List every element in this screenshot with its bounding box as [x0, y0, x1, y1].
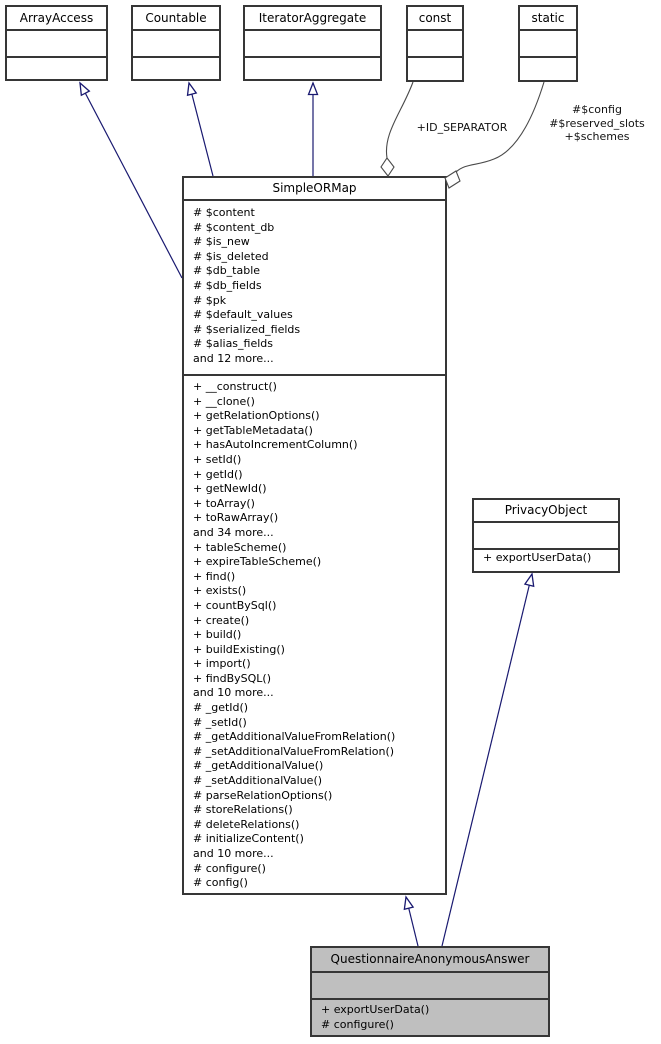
attributes-section-empty [312, 971, 548, 998]
attribute-row: # $content [193, 206, 255, 219]
method-row: + expireTableScheme() [193, 555, 322, 569]
method-row: + exportUserData() [483, 551, 592, 564]
attributes-section-empty [408, 29, 462, 56]
methods-section-empty [7, 56, 106, 79]
method-row: + buildExisting() [193, 642, 285, 656]
class-title: PrivacyObject [504, 503, 588, 517]
inheritance-edge-simpleormap [406, 897, 419, 947]
class-title: QuestionnaireAnonymousAnswer [330, 952, 530, 966]
attribute-row: # $alias_fields [193, 337, 274, 351]
method-row: # configure() [193, 861, 266, 875]
attribute-row: # $is_new [193, 235, 250, 249]
inheritance-edge-privacyobject [441, 574, 532, 947]
method-row: + findBySQL() [193, 671, 272, 685]
method-row: + create() [193, 613, 250, 627]
method-row: + getId() [193, 467, 243, 481]
method-row: and 10 more... [193, 847, 274, 860]
class-box-countable[interactable]: Countable [131, 5, 221, 81]
attributes-section: # $content# $content_db# $is_new# $is_de… [184, 199, 445, 374]
attribute-row: # $default_values [193, 308, 293, 322]
method-row: + toArray() [193, 496, 255, 510]
method-row: + countBySql() [193, 598, 277, 612]
edge-label-line: #$config [572, 103, 622, 116]
method-row: # initializeContent() [193, 832, 304, 846]
methods-section-empty [133, 56, 219, 79]
methods-section-empty [520, 56, 576, 80]
method-row: + exists() [193, 584, 247, 598]
method-row: + find() [193, 569, 236, 583]
method-row: + toRawArray() [193, 511, 279, 525]
class-box-static[interactable]: static [518, 5, 578, 82]
method-row: # configure() [321, 1017, 394, 1031]
methods-section-empty [245, 56, 380, 79]
method-row: + exportUserData() [321, 1003, 430, 1016]
methods-section: + exportUserData() [474, 548, 618, 571]
attribute-row: # $is_deleted [193, 249, 269, 263]
class-title: IteratorAggregate [258, 11, 367, 25]
method-row: # _getId() [193, 701, 249, 715]
method-row: and 34 more... [193, 525, 274, 539]
inheritance-edge-arrayaccess [80, 83, 183, 279]
method-row: + build() [193, 628, 242, 642]
attributes-section-empty [7, 29, 106, 56]
class-title: const [418, 11, 452, 25]
method-row: + tableScheme() [193, 540, 287, 554]
class-box-arrayaccess[interactable]: ArrayAccess [5, 5, 108, 81]
method-row: # _setAdditionalValueFromRelation() [193, 744, 395, 758]
edge-label-line: #$reserved_slots [549, 116, 645, 130]
attribute-row: # $content_db [193, 220, 275, 234]
aggregation-diamond-const [380, 157, 395, 177]
method-row: # _getAdditionalValueFromRelation() [193, 730, 396, 744]
method-row: and 10 more... [193, 686, 274, 700]
inheritance-edge-countable [189, 83, 214, 177]
method-row: + __clone() [193, 394, 255, 408]
attribute-row: # $pk [193, 293, 227, 307]
attributes-section-empty [520, 29, 576, 56]
attributes-section-empty [133, 29, 219, 56]
aggregation-label-static-members: #$config#$reserved_slots+$schemes [536, 103, 658, 144]
method-row: # parseRelationOptions() [193, 788, 333, 802]
method-row: + import() [193, 657, 251, 671]
method-row: # config() [193, 876, 248, 890]
attributes-section-empty [245, 29, 380, 56]
attribute-row: # $db_fields [193, 278, 262, 292]
aggregation-edge-const [385, 81, 414, 159]
class-title: Countable [145, 11, 207, 25]
method-row: + getRelationOptions() [193, 409, 320, 423]
attribute-row: and 12 more... [193, 351, 274, 365]
class-box-privacyobject[interactable]: PrivacyObject + exportUserData() [472, 498, 620, 573]
method-row: # _setId() [193, 715, 247, 729]
methods-section: + exportUserData()# configure() [312, 998, 548, 1035]
method-row: # _getAdditionalValue() [193, 759, 324, 773]
class-box-iteratoraggregate[interactable]: IteratorAggregate [243, 5, 382, 81]
methods-section-empty [408, 56, 462, 80]
edge-label-line: +$schemes [564, 130, 630, 143]
attributes-section-empty [474, 521, 618, 548]
class-title: static [531, 11, 565, 25]
method-row: + setId() [193, 452, 242, 466]
aggregation-diamond-static [444, 170, 461, 189]
class-box-const[interactable]: const [406, 5, 464, 82]
method-row: # _setAdditionalValue() [193, 774, 323, 788]
method-row: + hasAutoIncrementColumn() [193, 438, 358, 452]
class-title: ArrayAccess [19, 11, 94, 25]
attribute-row: # $db_table [193, 264, 261, 278]
method-row: # storeRelations() [193, 803, 293, 817]
aggregation-label-id-separator: +ID_SEPARATOR [416, 121, 508, 134]
class-title: SimpleORMap [272, 181, 357, 195]
methods-section: + __construct()+ __clone()+ getRelationO… [184, 374, 445, 893]
class-box-questionnaireanonymousanswer[interactable]: QuestionnaireAnonymousAnswer + exportUse… [310, 946, 550, 1037]
method-row: + __construct() [193, 380, 277, 393]
attribute-row: # $serialized_fields [193, 322, 301, 336]
class-box-simpleormap[interactable]: SimpleORMap # $content# $content_db# $is… [182, 176, 447, 895]
method-row: + getTableMetadata() [193, 423, 313, 437]
method-row: # deleteRelations() [193, 817, 300, 831]
method-row: + getNewId() [193, 482, 267, 496]
